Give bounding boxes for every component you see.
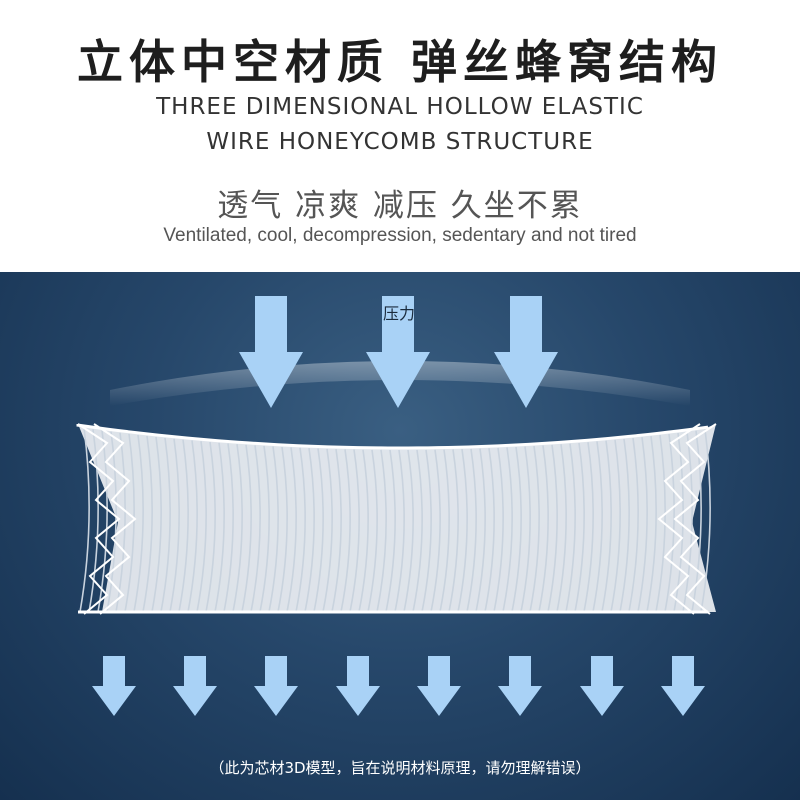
side-lattice (77, 423, 121, 615)
fiber-strand (277, 446, 288, 613)
fiber-strand (466, 448, 477, 613)
fiber-strand (529, 445, 540, 613)
fiber-strand (646, 436, 657, 613)
top-rail (76, 423, 709, 450)
fiber-strand (457, 449, 468, 613)
side-lattice (673, 423, 717, 615)
fiber-strand (556, 444, 567, 613)
fiber-strand (592, 441, 603, 613)
fiber-strand (349, 449, 360, 613)
fiber-strand (250, 445, 261, 613)
fiber-strand (124, 433, 135, 613)
fiber-strand (475, 448, 486, 613)
subtitle-line-2: WIRE HONEYCOMB STRUCTURE (206, 129, 594, 155)
header-section: 立体中空材质 弹丝蜂窝结构 THREE DIMENSIONAL HOLLOW E… (0, 0, 800, 272)
pressure-label: 压力 (382, 304, 415, 323)
fiber-strand (565, 443, 576, 613)
fiber-strand (628, 437, 639, 613)
pressure-arrows (239, 296, 558, 408)
fiber-strand (331, 448, 342, 613)
fiber-strand (232, 444, 243, 613)
down-arrow-icon (366, 296, 430, 408)
fiber-strand (160, 437, 171, 613)
honeycomb-material (76, 423, 717, 615)
fiber-strand (538, 445, 549, 613)
subtitle-line-1: THREE DIMENSIONAL HOLLOW ELASTIC (156, 94, 644, 120)
release-arrow-icon (336, 656, 380, 716)
down-arrow-icon (239, 296, 303, 408)
fiber-strand (376, 449, 387, 613)
page-title: 立体中空材质 弹丝蜂窝结构 (76, 35, 723, 89)
fiber-strand (547, 444, 558, 613)
release-arrow-icon (661, 656, 705, 716)
fiber-strand (268, 446, 279, 613)
fiber-strand (214, 442, 225, 613)
fiber-strand (241, 444, 252, 613)
fiber-strand (682, 431, 693, 613)
release-arrow-icon (92, 656, 136, 716)
fiber-strand (484, 448, 495, 613)
side-lattice (657, 423, 701, 615)
fiber-strand (385, 449, 396, 613)
fiber-strand (169, 438, 180, 613)
fiber-strand (583, 442, 594, 613)
fiber-strand (448, 449, 459, 613)
fiber-strand (187, 440, 198, 613)
fiber-strand (142, 435, 153, 613)
fiber-strand (151, 436, 162, 613)
fiber-strand (601, 440, 612, 613)
fiber-strand (430, 449, 441, 613)
release-arrow-icon (580, 656, 624, 716)
fiber-strand (178, 439, 189, 613)
fiber-strand (439, 449, 450, 613)
footnote: （此为芯材3D模型，旨在说明材料原理，请勿理解错误） (209, 759, 591, 777)
down-arrow-icon (494, 296, 558, 408)
fiber-strand (493, 447, 504, 613)
release-arrow-icon (417, 656, 461, 716)
release-arrow-icon (254, 656, 298, 716)
fiber-strand (286, 447, 297, 613)
fiber-strand (403, 449, 414, 613)
fiber-strand (700, 429, 711, 613)
fiber-strand (367, 449, 378, 613)
fiber-strand (691, 430, 702, 613)
fiber-strand (259, 445, 270, 613)
fiber-strand (619, 438, 630, 613)
fiber-strand (610, 439, 621, 613)
fiber-strand (313, 448, 324, 613)
features-chinese: 透气 凉爽 减压 久坐不累 (217, 188, 583, 224)
honeycomb-diagram (76, 296, 717, 716)
fiber-strand (574, 442, 585, 613)
release-arrows (92, 656, 705, 716)
fiber-strand (340, 449, 351, 613)
material-body (78, 424, 716, 612)
fiber-strand (322, 448, 333, 613)
fiber-strand (394, 449, 405, 613)
fiber-strand (520, 446, 531, 613)
features-english: Ventilated, cool, decompression, sedenta… (163, 225, 637, 246)
fiber-strand (205, 441, 216, 613)
release-arrow-icon (173, 656, 217, 716)
fiber-strand (295, 447, 306, 613)
fiber-strand (664, 433, 675, 613)
fiber-strand (88, 429, 99, 613)
fiber-strand (421, 449, 432, 613)
fiber-strand (133, 434, 144, 613)
fiber-strand (196, 441, 207, 613)
fiber-strand (511, 446, 522, 613)
fiber-strand (223, 443, 234, 613)
fiber-strand (79, 427, 90, 613)
fiber-strand (358, 449, 369, 613)
fiber-strand (502, 447, 513, 613)
fiber-strand (97, 430, 108, 613)
fiber-strand (304, 448, 315, 613)
fiber-strand (412, 449, 423, 613)
side-lattice (93, 423, 137, 615)
release-arrow-icon (498, 656, 542, 716)
fiber-strand (637, 436, 648, 613)
diagram-panel: 压力 （此为芯材3D模型，旨在说明材料原理，请勿理解错误） (0, 272, 800, 800)
